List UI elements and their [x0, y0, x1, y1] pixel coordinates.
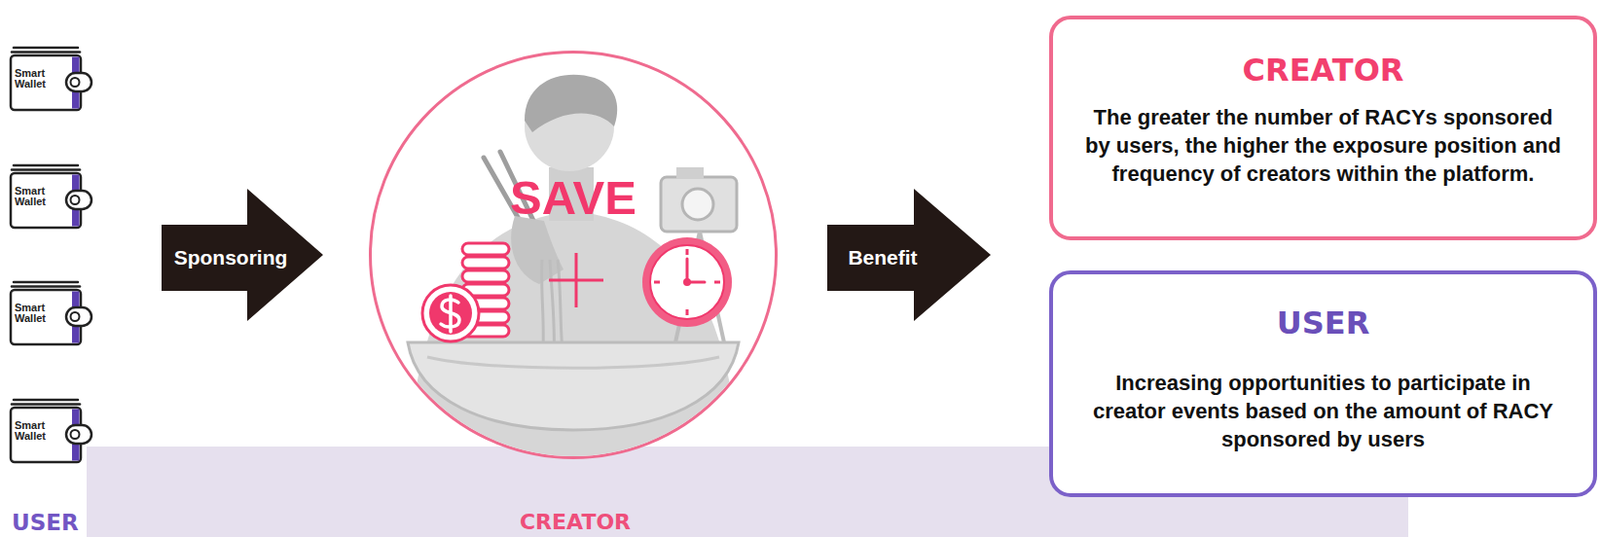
box-body: The greater the number of RACYs sponsore…	[1080, 103, 1567, 188]
wallet-page-line	[13, 46, 78, 50]
wallet-label: Smart Wallet	[14, 302, 56, 325]
smart-wallet: Smart Wallet	[7, 44, 94, 113]
coins-icon	[422, 243, 510, 342]
benefit-box: USER Increasing opportunities to particip…	[1049, 270, 1598, 498]
wallet-label: Smart Wallet	[14, 68, 56, 90]
wallet-page-line	[11, 168, 80, 172]
block-arrow-fill	[827, 188, 991, 322]
box-heading: USER	[1276, 303, 1371, 343]
smart-wallet: Smart Wallet	[7, 162, 94, 231]
coin-face	[429, 291, 473, 335]
wallet-page-line	[11, 285, 80, 289]
wallet-clasp	[66, 425, 92, 444]
wallet-button	[71, 195, 80, 205]
wallet-button	[71, 312, 80, 322]
clock-rim	[642, 237, 732, 328]
save-title: SAVE	[371, 170, 775, 225]
smart-wallet: Smart Wallet	[7, 279, 94, 348]
dollar-symbol	[440, 295, 460, 332]
clock-tick	[686, 309, 690, 316]
smart-wallet: Smart Wallet	[7, 397, 94, 466]
clock-tick	[686, 249, 690, 255]
wallet-label: Smart Wallet	[14, 420, 56, 442]
wallet-clasp	[66, 72, 92, 92]
clock-tick	[654, 281, 660, 285]
noodle-bowl	[407, 342, 739, 431]
camera-body	[660, 177, 737, 232]
plus-bar	[575, 253, 579, 308]
wallet-body	[10, 55, 81, 110]
box-heading: CREATOR	[1242, 50, 1405, 90]
plus-sign	[548, 253, 604, 308]
wallet-body	[10, 290, 81, 345]
benefit-box: CREATOR The greater the number of RACYs s…	[1049, 15, 1598, 241]
wallet-body	[10, 407, 81, 463]
wallet-clasp	[66, 307, 92, 327]
creator-illustration	[368, 50, 778, 460]
block-arrow: Sponsoring	[161, 188, 324, 322]
person-hair	[524, 74, 618, 133]
wallet-page-line	[13, 164, 78, 168]
wallet-page-line	[11, 50, 80, 54]
block-arrow: Benefit	[827, 188, 991, 322]
block-arrow-fill	[161, 188, 324, 322]
band-label: CREATOR	[495, 509, 655, 537]
clock-tick	[714, 281, 721, 285]
arrow-label: Benefit	[827, 224, 939, 291]
person-hand	[510, 216, 564, 285]
arrow-label: Sponsoring	[161, 224, 300, 291]
coin-stack-layer	[462, 256, 510, 269]
clock-center	[683, 278, 691, 287]
coin-stack-layer	[462, 243, 510, 255]
group-label: USER	[11, 509, 79, 536]
wallet-page-line	[11, 402, 80, 406]
save-circle: SAVE	[368, 50, 778, 460]
coin	[422, 285, 479, 342]
wallet-page-line	[13, 281, 78, 285]
box-body: Increasing opportunities to participate …	[1085, 368, 1563, 454]
bowl-rim	[427, 357, 720, 368]
camera-top	[676, 167, 704, 180]
person-figure	[407, 74, 739, 460]
wallet-clasp	[66, 190, 92, 210]
person-body	[407, 211, 739, 460]
wallet-button	[71, 430, 80, 439]
clock-icon	[642, 237, 732, 328]
wallet-label: Smart Wallet	[14, 185, 56, 208]
wallet-page-line	[13, 399, 78, 402]
camera-lens	[682, 188, 714, 220]
wallet-button	[71, 77, 80, 87]
coin-stack-layer	[462, 270, 510, 283]
wallet-body	[10, 173, 81, 228]
clock-face	[650, 245, 725, 320]
